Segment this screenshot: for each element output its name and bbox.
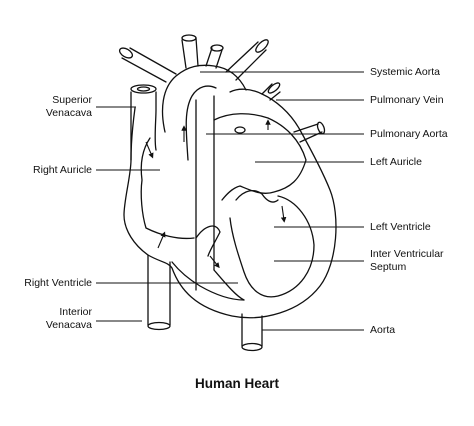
flow-arrow [145,141,154,159]
superior-venacava-vessel [130,91,157,161]
right-valve [195,225,221,257]
artery-branch-mid [181,37,199,69]
septum [213,269,245,301]
flow-arrow [209,255,220,269]
superior-venacava-opening [130,84,157,94]
left-valve [235,189,279,203]
label-right-auricle: Right Auricle [33,164,92,176]
right-auricle-chamber [140,137,195,240]
aorta-vessel [241,313,263,347]
left-auricle-chamber [213,113,307,201]
artery-branch-left [121,47,177,83]
label-systemic-aorta: Systemic Aorta [370,66,441,78]
aorta-opening [241,342,263,352]
label-left-auricle: Left Auricle [370,156,422,168]
aortic-arch [161,64,247,161]
artery-branch-right [205,47,223,69]
flow-arrow [157,231,166,249]
inferior-venacava-opening [147,321,171,331]
label-right-ventricle: Right Ventricle [24,277,92,289]
pulmonary-trunk [195,95,215,291]
right-ventricle-chamber [171,261,245,301]
label-superior-venacava: Superior Venacava [45,94,92,119]
heart-outline [123,88,337,319]
pulmonary-vein-vessel [261,83,281,101]
inferior-venacava-vessel [147,254,171,326]
artery-branch-far [225,41,267,81]
left-ventricle-chamber [229,195,315,298]
label-pulmonary-vein: Pulmonary Vein [370,94,444,106]
diagram-title: Human Heart [194,376,280,391]
label-aorta: Aorta [370,324,396,336]
label-pulmonary-aorta: Pulmonary Aorta [370,128,448,140]
label-interior-venacava: Interior Venacava [45,306,92,331]
label-inter-ventricular-septum: Inter Ventricular Septum [370,248,444,273]
flow-arrow [280,205,287,223]
label-left-ventricle: Left Ventricle [370,221,431,233]
